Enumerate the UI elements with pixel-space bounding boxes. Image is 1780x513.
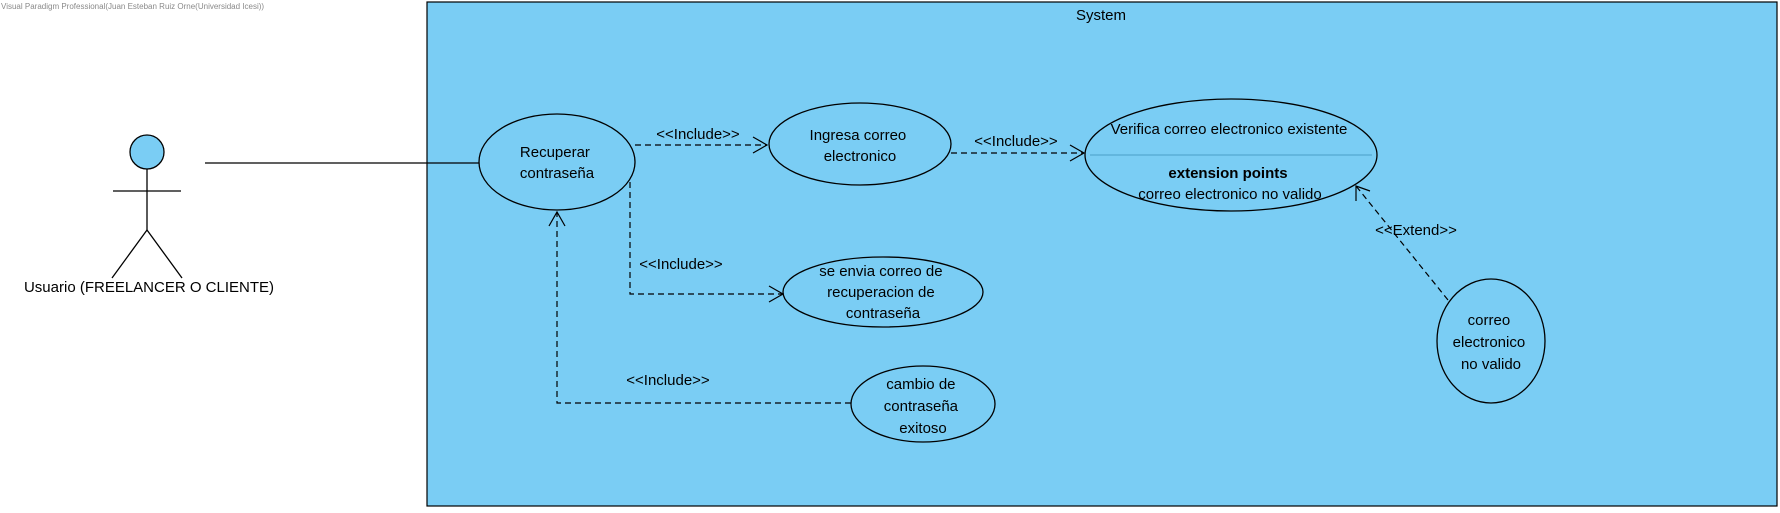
label-line: no valido bbox=[1461, 356, 1521, 373]
label-line: recuperacion de bbox=[827, 284, 935, 301]
actor-name: Usuario (FREELANCER O CLIENTE) bbox=[24, 279, 274, 296]
label-line: exitoso bbox=[899, 420, 947, 437]
include-label: <<Include>> bbox=[656, 126, 740, 143]
actor-right-leg bbox=[146, 229, 183, 279]
watermark-text: Visual Paradigm Professional(Juan Esteba… bbox=[1, 2, 264, 11]
dependency-line bbox=[1355, 185, 1449, 301]
usecase-ellipse bbox=[1436, 278, 1546, 404]
system-title: System bbox=[1076, 7, 1126, 24]
include-label: <<Include>> bbox=[639, 256, 723, 273]
usecase-label: Verifica correo electronico existente bbox=[1111, 121, 1348, 138]
label-line: Recuperar bbox=[520, 144, 590, 161]
label-line: electronico bbox=[824, 148, 897, 165]
label-line: contraseña bbox=[846, 305, 921, 322]
usecase-verifica-correo[interactable]: Verifica correo electronico existente ex… bbox=[1084, 98, 1378, 212]
dependency-arrowhead bbox=[1355, 185, 1371, 201]
usecase-label: cambio de contraseña exitoso bbox=[884, 376, 962, 437]
dependency-arrowhead bbox=[548, 210, 566, 227]
usecase-label: se envia correo de recuperacion de contr… bbox=[819, 263, 947, 322]
include-label: <<Include>> bbox=[974, 133, 1058, 150]
usecase-correo-no-valido[interactable]: correo electronico no valido bbox=[1436, 278, 1546, 404]
label-line: correo bbox=[1468, 312, 1511, 329]
include-ingresa-verifica[interactable]: <<Include>> bbox=[951, 133, 1086, 162]
usecase-label: Recuperar contraseña bbox=[520, 144, 595, 182]
label-line: contraseña bbox=[884, 398, 959, 415]
include-cambio-recuperar[interactable]: <<Include>> bbox=[548, 210, 851, 404]
usecase-ellipse bbox=[782, 256, 984, 328]
dependency-arrowhead bbox=[1069, 144, 1086, 162]
label-line: cambio de bbox=[886, 376, 955, 393]
usecase-recuperar-contrasena[interactable]: Recuperar contraseña bbox=[478, 113, 636, 211]
extension-point: correo electronico no valido bbox=[1138, 186, 1321, 203]
dependency-line bbox=[556, 212, 851, 404]
dependency-arrowhead bbox=[752, 136, 769, 154]
usecase-cambio-contrasena[interactable]: cambio de contraseña exitoso bbox=[850, 365, 996, 443]
label-line: electronico bbox=[1453, 334, 1526, 351]
usecase-ingresa-correo[interactable]: Ingresa correo electronico bbox=[768, 102, 952, 186]
label-line: Ingresa correo bbox=[810, 127, 907, 144]
dependency-arrowhead bbox=[768, 285, 785, 303]
include-recuperar-envia[interactable]: <<Include>> bbox=[629, 182, 785, 303]
include-label: <<Include>> bbox=[626, 372, 710, 389]
dependency-line bbox=[629, 182, 783, 295]
extend-novalido-verifica[interactable]: <<Extend>> bbox=[1355, 185, 1457, 301]
actor-left-leg bbox=[111, 229, 148, 279]
usecase-label: Ingresa correo electronico bbox=[810, 127, 911, 165]
label-line: contraseña bbox=[520, 165, 595, 182]
actor-head bbox=[129, 134, 165, 170]
actor-usuario[interactable] bbox=[111, 134, 183, 279]
system-boundary[interactable] bbox=[426, 1, 1778, 507]
usecase-ellipse bbox=[850, 365, 996, 443]
usecase-envia-correo[interactable]: se envia correo de recuperacion de contr… bbox=[782, 256, 984, 328]
label-line: se envia correo de bbox=[819, 263, 942, 280]
usecase-label: correo electronico no valido bbox=[1453, 312, 1530, 373]
extension-points-title: extension points bbox=[1168, 165, 1287, 182]
extend-label: <<Extend>> bbox=[1375, 222, 1457, 239]
include-recuperar-ingresa[interactable]: <<Include>> bbox=[635, 126, 769, 154]
usecase-ellipse bbox=[478, 113, 636, 211]
usecase-ellipse bbox=[768, 102, 952, 186]
